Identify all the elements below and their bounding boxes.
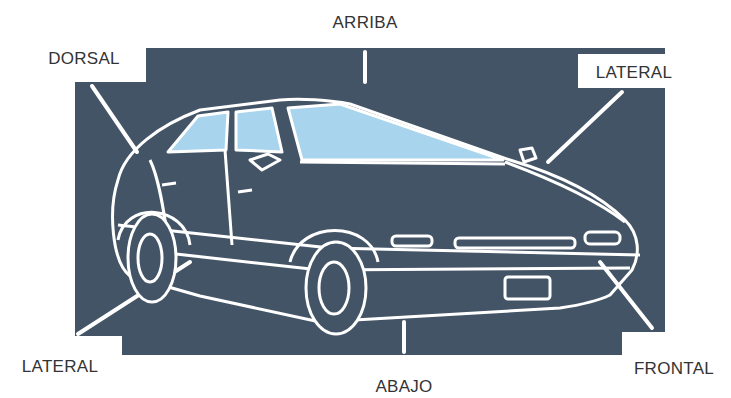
windows [168, 104, 503, 160]
view-label: FRONTAL [634, 360, 714, 377]
view-label: ABAJO [375, 378, 432, 395]
wheels [118, 212, 378, 334]
leader-lines [78, 52, 652, 352]
label-patch [28, 38, 146, 82]
dark-panel [75, 48, 665, 355]
car-body [113, 99, 640, 322]
view-label: LATERAL [596, 64, 672, 81]
view-label: LATERAL [22, 358, 98, 375]
label-patch [622, 332, 731, 398]
label-patch [0, 336, 122, 398]
view-label: DORSAL [48, 50, 120, 67]
view-label: ARRIBA [332, 14, 397, 31]
label-patch [578, 54, 688, 88]
